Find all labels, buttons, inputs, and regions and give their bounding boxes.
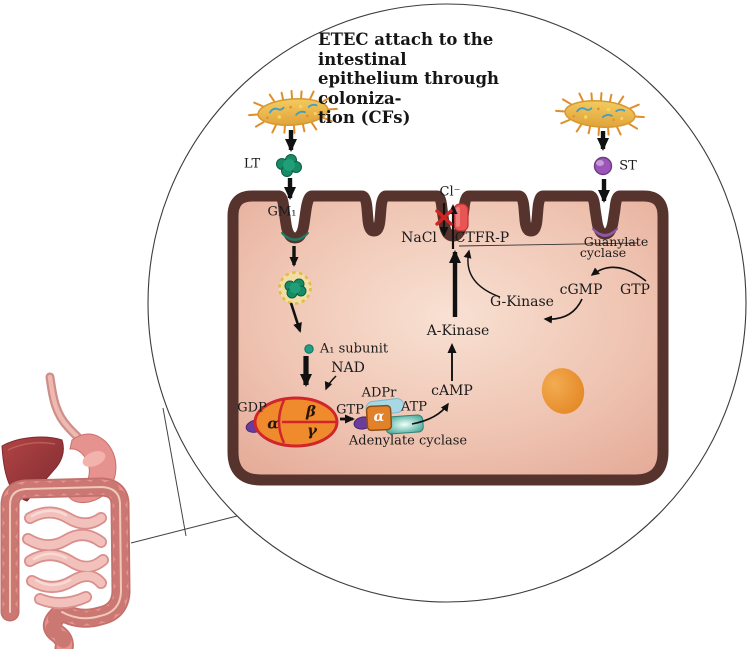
label-st: ST <box>619 158 637 174</box>
label-a1-subunit: A₁ subunit <box>319 341 389 357</box>
endosome-vesicle-icon <box>278 271 312 305</box>
label-guanylate-cyclase-2: cyclase <box>579 244 627 260</box>
label-g-kinase: G-Kinase <box>490 294 554 310</box>
label-gamma-subunit: γ <box>307 421 317 440</box>
label-atp: ATP <box>400 399 428 415</box>
g-protein-complex-icon <box>253 396 339 448</box>
label-beta-subunit: β <box>306 402 316 421</box>
label-adpr: ADPr <box>361 385 397 401</box>
label-nacl: NaCl <box>401 230 437 246</box>
adenylate-cyclase-complex <box>353 398 424 435</box>
callout-lines <box>130 407 238 544</box>
small-intestine-icon <box>22 506 109 609</box>
st-receptor-icon <box>592 228 618 237</box>
label-gdp: GDP <box>237 400 267 416</box>
label-alpha-subunit: α <box>267 414 279 433</box>
gm1-receptor-icon <box>281 232 309 241</box>
lt-toxin-icon <box>276 154 302 177</box>
label-gm1: GM₁ <box>267 204 297 220</box>
guanylate-ctfr-link-line <box>458 242 639 247</box>
colon-icon <box>0 477 131 649</box>
st-toxin-icon <box>593 156 613 176</box>
label-a-kinase: A-Kinase <box>426 323 490 339</box>
figure-title: ETEC attach to the intestinal epithelium… <box>318 30 500 127</box>
nucleus-icon <box>541 368 585 414</box>
label-camp: cAMP <box>431 383 473 399</box>
label-guanylate-cyclase-1: Guanylate <box>583 233 649 249</box>
label-gtp-left: GTP <box>336 402 364 418</box>
label-alpha-square: α <box>373 409 385 425</box>
blocked-x-icon <box>435 209 453 226</box>
label-cgmp: cGMP <box>559 282 603 298</box>
label-nad: NAD <box>331 360 365 376</box>
label-cl-minus: Cl⁻ <box>439 184 461 200</box>
cftr-channel-icon <box>453 203 469 232</box>
label-adenylate-cyclase: Adenylate cyclase <box>348 433 468 449</box>
pathway-arrows <box>284 130 647 425</box>
digestive-system-illustration <box>0 372 131 649</box>
label-gtp-right: GTP <box>620 282 650 298</box>
label-ctfr-p: CTFR-P <box>454 230 510 246</box>
label-lt: LT <box>243 156 261 172</box>
a1-subunit-dot <box>304 344 314 354</box>
alpha-subunit-icon <box>365 404 393 432</box>
